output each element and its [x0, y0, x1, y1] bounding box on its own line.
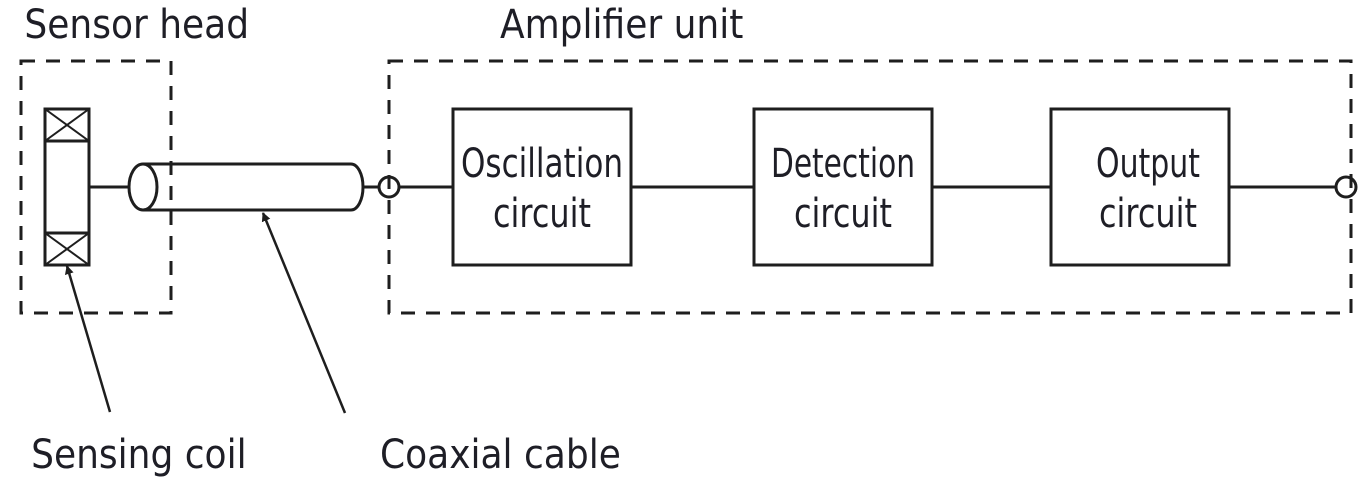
coaxial-cable-arrow	[261, 212, 347, 414]
coaxial-cable-symbol	[127, 162, 365, 212]
output-circuit-block: Output circuit	[1049, 107, 1231, 267]
amplifier-unit-label: Amplifier unit	[500, 1, 743, 47]
oscillation-circuit-block: Oscillation circuit	[451, 107, 633, 267]
sensor-head-boundary	[19, 59, 173, 315]
sensing-coil-symbol	[43, 107, 91, 267]
output-terminal	[1334, 175, 1358, 199]
coaxial-cable-label: Coaxial cable	[380, 431, 621, 477]
sensor-head-label: Sensor head	[24, 1, 249, 47]
oscillation-circuit-label-line1: Oscillation	[461, 141, 623, 187]
output-circuit-label-line1: Output	[1096, 141, 1200, 187]
detection-circuit-block: Detection circuit	[752, 107, 934, 267]
oscillation-circuit-label-line2: circuit	[493, 191, 591, 237]
detection-circuit-label-line1: Detection	[771, 141, 915, 187]
sensing-coil-label: Sensing coil	[31, 431, 246, 477]
output-circuit-label-line2: circuit	[1099, 191, 1197, 237]
detection-circuit-label-line2: circuit	[794, 191, 892, 237]
sensing-coil-arrow	[64, 265, 112, 413]
amplifier-unit-boundary	[387, 59, 1353, 315]
